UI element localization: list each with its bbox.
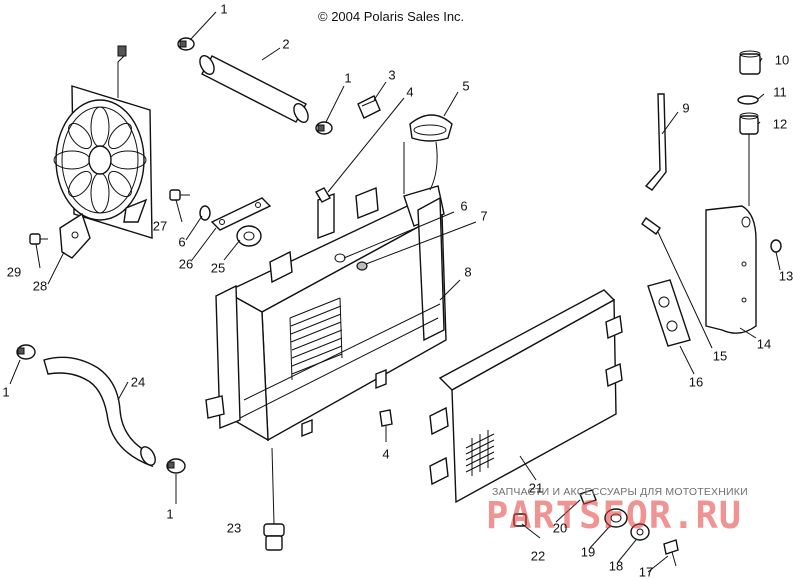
recovery-tank-14 [705,205,757,334]
callout-11: 11 [773,84,787,100]
grommet-19 [604,508,628,528]
callout-27: 27 [152,218,168,234]
callout-12: 12 [772,116,788,132]
callout-8: 8 [464,264,472,280]
bracket-16 [647,279,691,347]
hose-clamp-mid [315,121,333,135]
hose-fitting-15 [641,217,661,235]
callout-22: 22 [530,548,546,564]
bolt-17 [663,539,679,567]
callout-1-top: 1 [220,1,228,17]
callout-1-bottom: 1 [166,506,174,522]
nut-20 [579,489,597,505]
callout-10: 10 [774,52,790,68]
hose-clamp-bottom [166,458,186,474]
grommet-25 [236,225,262,247]
callout-21: 21 [528,480,544,496]
callout-26: 26 [178,256,194,272]
callout-4-top: 4 [406,84,414,100]
lower-hose [43,356,156,468]
callout-20: 20 [552,520,568,536]
bolt-22 [513,513,527,527]
callout-7: 7 [480,208,488,224]
fitting-3 [357,95,381,119]
washer-18 [630,523,650,541]
bracket-26 [210,197,272,231]
callout-23: 23 [226,520,242,536]
watermark-brand: PARTSFOR.RU [486,494,743,537]
clip-4-top [315,187,331,203]
callout-1-left: 1 [2,384,10,400]
callout-5: 5 [462,78,470,94]
washer-6-left [199,205,211,221]
clip-4-bottom [379,409,393,427]
callout-3: 3 [388,67,396,83]
plug-23 [263,523,285,551]
o-ring-11 [737,95,759,105]
radiator-grille [289,297,343,381]
callout-16: 16 [688,374,704,390]
fan-assembly [53,45,153,259]
radiator-mount-tabs [301,368,387,438]
radiator-cap-5 [409,114,453,142]
callout-6-right: 6 [460,198,468,214]
callout-4-bottom: 4 [382,446,390,462]
callout-9: 9 [682,100,690,116]
callout-29: 29 [6,264,22,280]
radiator-core [205,185,447,442]
adapter-12 [739,112,759,135]
callout-25: 25 [210,260,226,276]
cap-10 [739,50,761,75]
callout-24: 24 [130,374,146,390]
callout-13: 13 [778,268,794,284]
callout-2: 2 [282,36,290,52]
callout-14: 14 [756,336,772,352]
upper-hose [199,55,309,123]
overflow-tube-9 [644,93,667,191]
callout-28: 28 [32,278,48,294]
callout-1-middle: 1 [344,70,352,86]
hose-clamp-left [16,344,36,360]
plug-13 [770,239,782,253]
bolt-29 [29,233,48,245]
callout-15: 15 [712,348,728,364]
callout-19: 19 [580,544,596,560]
bolt-27 [169,189,190,201]
callout-17: 17 [638,564,654,580]
fan-shroud-21 [429,289,623,504]
callout-6-left: 6 [178,234,186,250]
hose-clamp-top [177,37,195,51]
callout-18: 18 [608,558,624,574]
drain-plug-7 [334,253,368,271]
watermark-tagline: ЗАПЧАСТИ И АКСЕССУАРЫ ДЛЯ МОТОТЕХНИКИ [492,486,748,498]
copyright-notice: © 2004 Polaris Sales Inc. [318,9,465,24]
leader-lines [9,11,781,573]
